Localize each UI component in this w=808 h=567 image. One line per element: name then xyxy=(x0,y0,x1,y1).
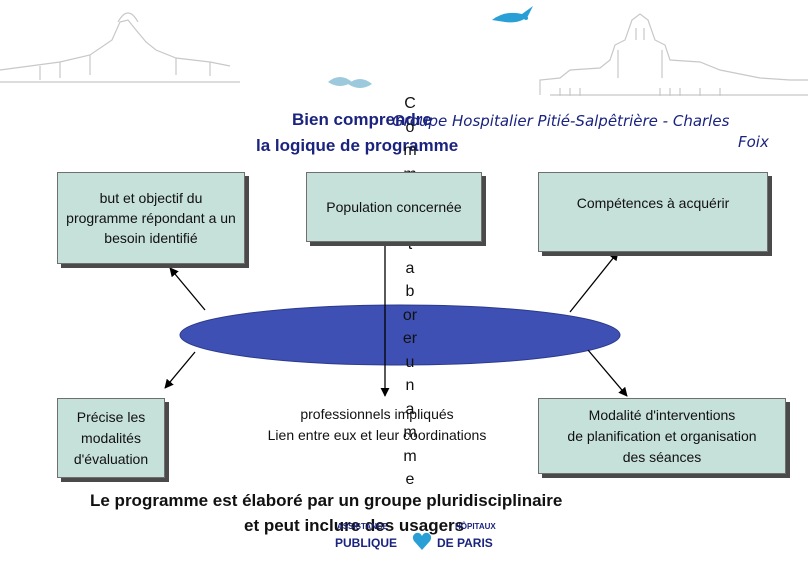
evaluation-box-text: Précise les modalités d'évaluation xyxy=(73,408,149,467)
vertical-letter: m xyxy=(403,424,417,441)
aphp-logo: ASSISTANCE HÔPITAUX PUBLIQUE DE PARIS xyxy=(333,522,508,554)
title-line-1: Bien comprendre xyxy=(292,110,432,129)
evaluation-box: Précise les modalités d'évaluation xyxy=(57,398,165,478)
vertical-letter: er xyxy=(402,330,418,347)
vertical-letter: e xyxy=(405,471,415,488)
aphp-logo-right-text: DE PARIS xyxy=(437,536,493,550)
population-box: Population concernée xyxy=(306,172,482,242)
skills-box: Compétences à acquérir xyxy=(538,172,768,252)
organization-name-line-2: Foix xyxy=(738,133,769,151)
footer-line-1: Le programme est élaboré par un groupe p… xyxy=(90,491,563,510)
vertical-letter: o xyxy=(405,118,415,136)
skills-box-text: Compétences à acquérir xyxy=(576,195,730,211)
professionals-text: professionnels impliqués Lien entre eux … xyxy=(267,406,487,443)
vertical-letter: m xyxy=(403,142,417,159)
goal-box: but et objectif du programme répondant a… xyxy=(57,172,245,264)
vertical-letter: or xyxy=(402,306,418,324)
arrow-to-skills xyxy=(569,251,619,313)
vertical-letter: a xyxy=(405,400,415,418)
aphp-logo-left-text: PUBLIQUE xyxy=(335,536,398,550)
vertical-letter: b xyxy=(405,283,415,300)
vertical-letter: t xyxy=(407,236,413,253)
footer-line-2: et peut inclure des usagers xyxy=(244,516,465,535)
vertical-letter: u xyxy=(405,353,415,371)
left-building-sketch xyxy=(0,12,240,83)
arrow-to-evaluation xyxy=(164,351,196,389)
organization-name-line-1: Groupe Hospitalier Pitié-Salpêtrière - C… xyxy=(392,112,730,130)
modalities-box-text: Modalité d'interventions de planificatio… xyxy=(567,406,757,465)
vertical-letter: n xyxy=(405,377,415,394)
heart-icon xyxy=(411,530,433,552)
modalities-box: Modalité d'interventions de planificatio… xyxy=(538,398,786,474)
vertical-letter: a xyxy=(405,259,415,277)
aphp-logo-top-right-text: HÔPITAUX xyxy=(455,522,496,531)
vertical-letter: C xyxy=(404,95,416,112)
bird-logo xyxy=(492,6,533,23)
population-box-text: Population concernée xyxy=(326,199,462,215)
right-building-sketch xyxy=(539,13,808,96)
arrow-to-modalities xyxy=(587,349,628,397)
goal-box-text: but et objectif du programme répondant a… xyxy=(66,190,236,246)
aphp-logo-top-left-text: ASSISTANCE xyxy=(337,522,388,531)
title-line-2: la logique de programme xyxy=(256,136,459,155)
vertical-letter: m xyxy=(403,447,417,465)
arrow-to-goal xyxy=(169,267,206,311)
central-ellipse xyxy=(179,304,621,366)
wave-ornament xyxy=(328,77,372,88)
